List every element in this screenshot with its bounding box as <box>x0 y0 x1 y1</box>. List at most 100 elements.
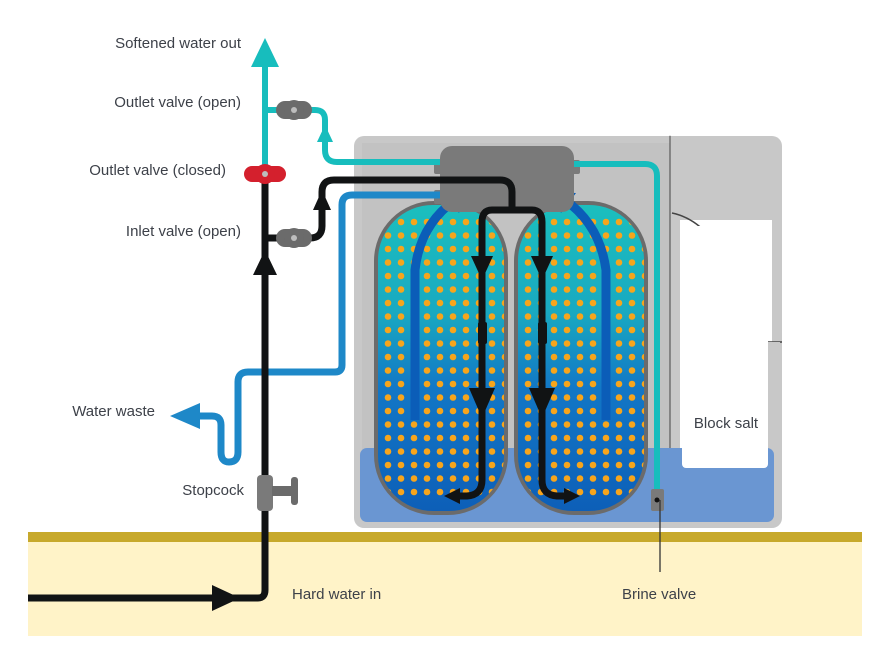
resin-bead <box>615 218 623 226</box>
resin-bead <box>550 232 558 239</box>
resin-bead <box>462 245 470 253</box>
resin-bead <box>589 272 597 280</box>
resin-bead <box>423 394 431 401</box>
resin-bead <box>384 245 392 253</box>
inlet-valve-open[interactable] <box>276 228 312 248</box>
resin-bead <box>589 313 597 320</box>
resin-bead <box>384 340 392 347</box>
resin-bead <box>436 394 444 401</box>
resin-bead <box>589 488 597 496</box>
resin-bead <box>397 259 405 266</box>
resin-bead <box>563 367 571 374</box>
resin-bead <box>550 475 558 482</box>
ground <box>28 538 862 636</box>
resin-bead <box>628 272 636 280</box>
resin-bead <box>641 326 644 334</box>
brine-valve-label: Brine valve <box>622 586 696 603</box>
resin-bead <box>436 448 444 455</box>
resin-bead <box>524 272 532 280</box>
resin-bead <box>449 448 457 455</box>
resin-bead <box>423 461 431 469</box>
resin-bead <box>602 232 610 239</box>
block-salt <box>682 226 768 468</box>
resin-bead <box>615 259 623 266</box>
resin-bead <box>550 313 558 320</box>
resin-bead <box>641 367 644 374</box>
stopcock-label: Stopcock <box>182 482 244 499</box>
resin-bead <box>488 434 496 442</box>
resin-bead <box>423 286 431 293</box>
resin-bead <box>423 245 431 253</box>
resin-bead <box>384 353 392 361</box>
resin-bead <box>602 218 610 226</box>
resin-bead <box>449 407 457 415</box>
brine-valve[interactable] <box>651 489 664 572</box>
resin-bead <box>550 259 558 266</box>
resin-bead <box>501 367 504 374</box>
resin-bead <box>384 475 392 482</box>
resin-bead <box>501 286 504 293</box>
resin-bead <box>462 232 470 239</box>
resin-bead <box>384 421 392 428</box>
resin-bead <box>628 434 636 442</box>
resin-bead <box>563 272 571 280</box>
resin-bead <box>524 245 532 253</box>
resin-bead <box>563 380 571 388</box>
resin-bead <box>615 475 623 482</box>
downflow-arrow-left-icon <box>471 256 493 280</box>
resin-bead <box>462 434 470 442</box>
resin-bead <box>576 313 584 320</box>
resin-bead <box>550 407 558 415</box>
resin-bead <box>410 448 418 455</box>
stopcock-valve[interactable] <box>257 475 298 511</box>
resin-bead <box>423 259 431 266</box>
outflow-arrow-left-icon <box>444 488 460 504</box>
resin-bead <box>641 448 644 455</box>
resin-bead <box>589 326 597 334</box>
resin-bead <box>576 380 584 388</box>
resin-bead <box>488 299 496 307</box>
resin-bead <box>436 313 444 320</box>
resin-bead <box>436 286 444 293</box>
resin-bead <box>641 259 644 266</box>
resin-bead <box>462 299 470 307</box>
resin-bead <box>410 218 418 226</box>
outlet-valve-open[interactable] <box>276 100 312 120</box>
resin-bead <box>449 218 457 226</box>
resin-bead <box>397 232 405 239</box>
resin-bead <box>602 488 610 496</box>
resin-bead <box>576 326 584 334</box>
resin-bead <box>449 394 457 401</box>
downflow-arrow-right-icon <box>531 256 553 280</box>
resin-tank-left <box>374 201 508 515</box>
resin-bead <box>576 394 584 401</box>
resin-bead <box>436 488 444 496</box>
resin-bead <box>628 286 636 293</box>
resin-bead <box>628 353 636 361</box>
resin-bead <box>589 367 597 374</box>
resin-bead <box>641 299 644 307</box>
resin-bead <box>449 245 457 253</box>
resin-bead <box>423 367 431 374</box>
bypass-valve-closed[interactable] <box>244 164 286 184</box>
resin-bead <box>462 259 470 266</box>
resin-bead <box>628 461 636 469</box>
resin-bead <box>563 461 571 469</box>
resin-bead <box>384 272 392 280</box>
resin-bead <box>550 326 558 334</box>
resin-bead <box>436 407 444 415</box>
resin-bead <box>628 299 636 307</box>
hard-up-arrow-icon <box>253 250 277 275</box>
outlet-valve-closed-label: Outlet valve (closed) <box>89 162 226 179</box>
softened-out-arrow-icon <box>251 38 279 67</box>
resin-bead <box>501 448 504 455</box>
resin-bead <box>397 353 405 361</box>
resin-bead <box>615 421 623 428</box>
resin-bead <box>524 380 532 388</box>
resin-bead <box>423 340 431 347</box>
resin-bead <box>615 313 623 320</box>
resin-bead <box>462 286 470 293</box>
resin-bead <box>384 313 392 320</box>
resin-bead <box>641 340 644 347</box>
resin-bead <box>576 461 584 469</box>
